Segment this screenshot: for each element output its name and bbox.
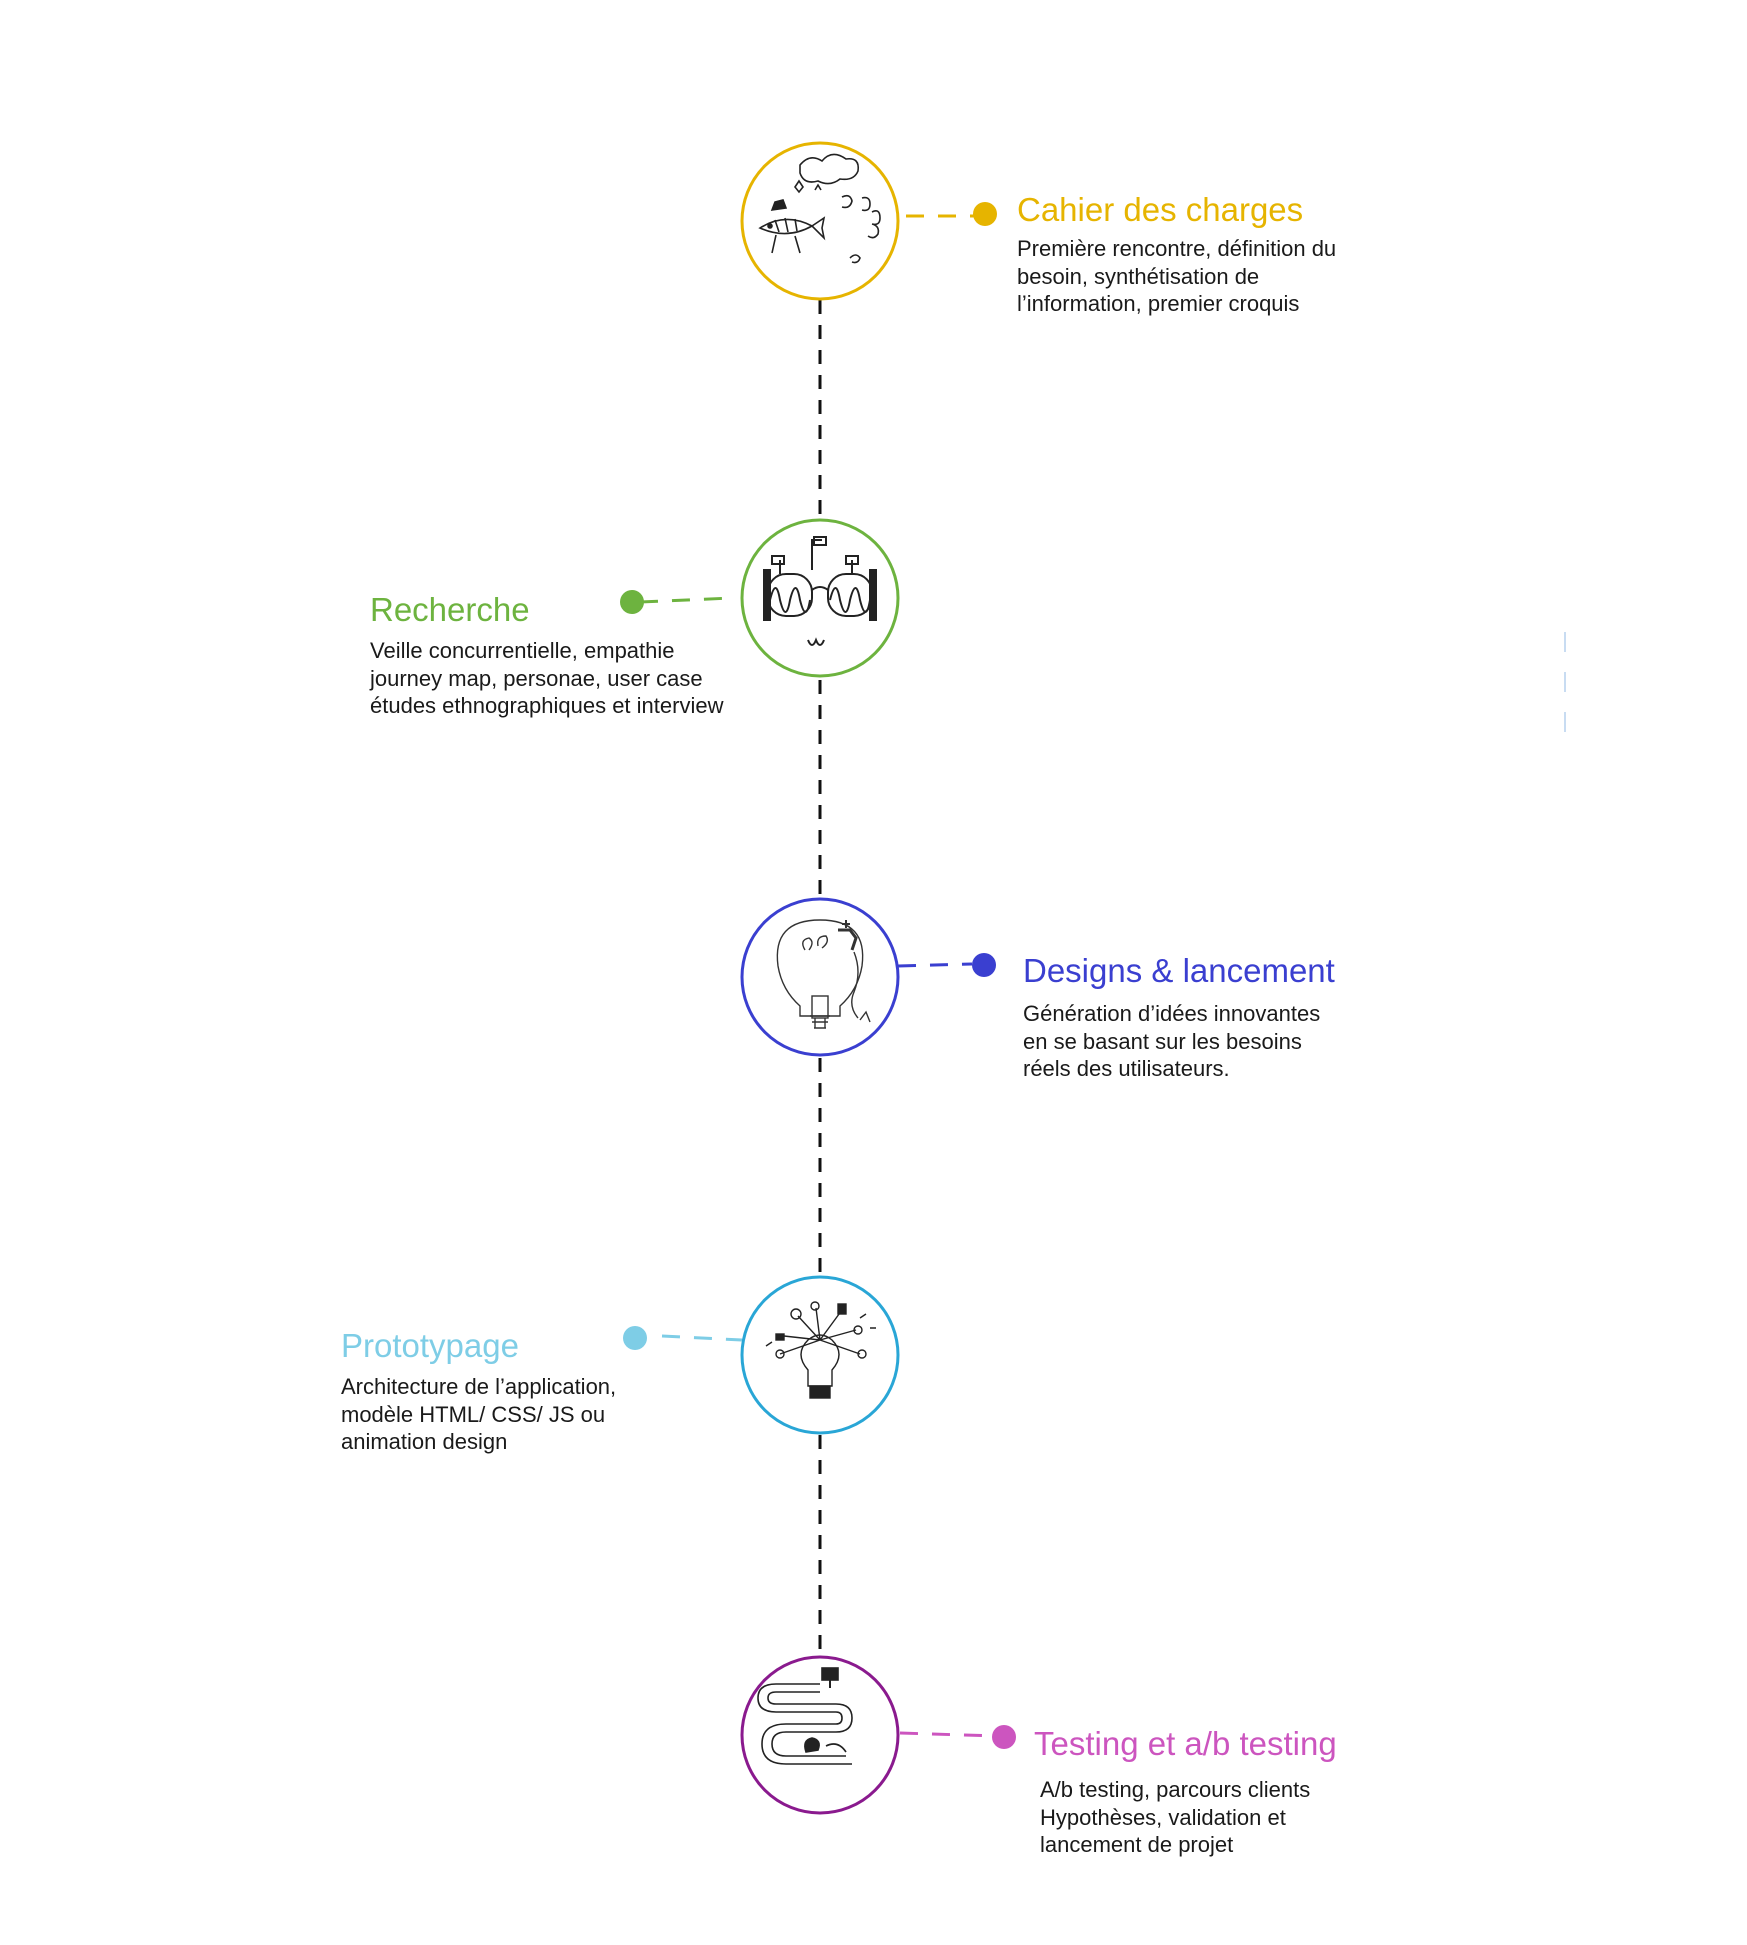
idea-network-sketch-icon bbox=[765, 1301, 876, 1399]
lightbulb-sketch-icon bbox=[776, 919, 871, 1029]
step-dot-prototypage bbox=[623, 1326, 647, 1350]
step-title-prototypage: Prototypage bbox=[341, 1327, 519, 1364]
step-title-designs: Designs & lancement bbox=[1023, 952, 1335, 989]
step-desc-testing: A/b testing, parcours clients Hypothèses… bbox=[1040, 1776, 1310, 1859]
step-desc-line: lancement de projet bbox=[1040, 1832, 1234, 1857]
step-dot-cahier bbox=[973, 202, 997, 226]
step-cahier bbox=[740, 141, 997, 301]
step-desc-designs: Génération d’idées innovantes en se basa… bbox=[1023, 1000, 1320, 1083]
step-link-prototypage bbox=[661, 1334, 743, 1342]
step-desc-line: l’information, premier croquis bbox=[1017, 291, 1300, 316]
step-desc-line: animation design bbox=[341, 1429, 508, 1454]
step-desc-line: Architecture de l’application, bbox=[341, 1374, 617, 1399]
step-desc-prototypage: Architecture de l’application, modèle HT… bbox=[341, 1373, 616, 1456]
step-designs bbox=[740, 897, 996, 1057]
step-testing bbox=[740, 1655, 1016, 1815]
step-desc-line: besoin, synthétisation de bbox=[1017, 263, 1260, 289]
step-desc-recherche: Veille concurrentielle, empathie journey… bbox=[370, 637, 723, 720]
fish-walking-sketch-icon bbox=[758, 153, 881, 264]
step-title-cahier: Cahier des charges bbox=[1017, 191, 1304, 228]
step-desc-line: Première rencontre, définition du bbox=[1017, 236, 1337, 261]
step-dot-recherche bbox=[620, 590, 644, 614]
step-link-testing bbox=[899, 1731, 997, 1738]
step-desc-line: études ethnographiques et interview bbox=[370, 693, 724, 718]
glasses-sketch-icon bbox=[763, 536, 877, 646]
step-desc-line: A/b testing, parcours clients bbox=[1040, 1777, 1311, 1802]
step-desc-line: Génération d’idées innovantes bbox=[1023, 1001, 1321, 1026]
step-circle-designs bbox=[740, 897, 900, 1057]
step-prototypage bbox=[623, 1275, 900, 1435]
step-desc-line: modèle HTML/ CSS/ JS ou bbox=[341, 1401, 606, 1427]
step-circle-testing bbox=[740, 1655, 900, 1815]
step-desc-line: réels des utilisateurs. bbox=[1023, 1056, 1230, 1081]
step-link-designs bbox=[897, 962, 973, 968]
step-recherche bbox=[620, 518, 900, 678]
step-dot-designs bbox=[972, 953, 996, 977]
step-link-recherche bbox=[639, 596, 733, 604]
step-desc-line: en se basant sur les besoins bbox=[1023, 1028, 1302, 1054]
step-circle-prototypage bbox=[740, 1275, 900, 1435]
step-title-recherche: Recherche bbox=[370, 591, 530, 628]
winding-road-sketch-icon bbox=[757, 1667, 853, 1765]
step-desc-line: journey map, personae, user case bbox=[370, 665, 703, 691]
step-title-testing: Testing et a/b testing bbox=[1034, 1725, 1337, 1762]
step-dot-testing bbox=[992, 1725, 1016, 1749]
step-desc-cahier: Première rencontre, définition du besoin… bbox=[1017, 235, 1336, 318]
step-desc-line: Veille concurrentielle, empathie bbox=[370, 638, 675, 663]
step-desc-line: Hypothèses, validation et bbox=[1040, 1804, 1286, 1830]
